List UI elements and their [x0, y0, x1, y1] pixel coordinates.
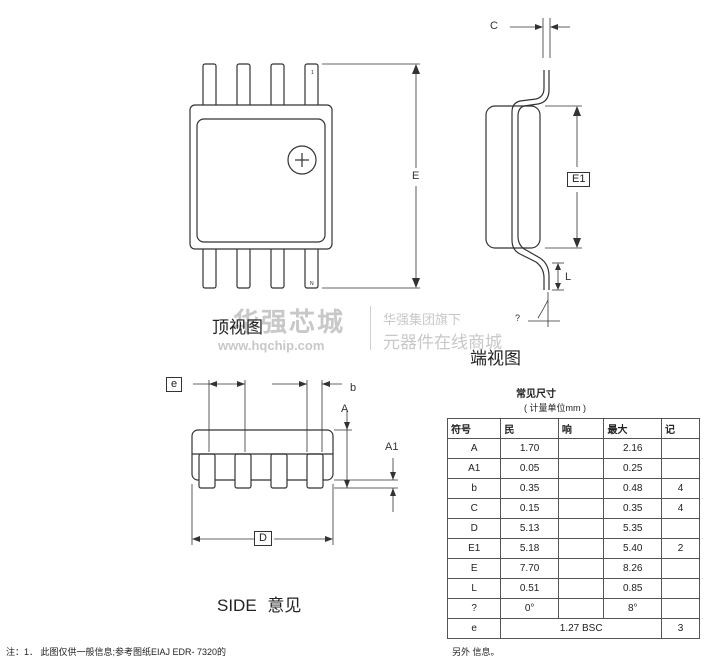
table-cell: 0.51 — [500, 578, 559, 599]
dim-label-e-lower: e — [166, 377, 183, 392]
table-cell: 1.27 BSC — [500, 618, 662, 639]
table-cell: 0.35 — [603, 498, 662, 519]
table-cell: L — [446, 578, 502, 599]
side-view-title: SIDE 意见 — [217, 591, 301, 616]
watermark-url: www.hqchip.com — [218, 338, 325, 353]
table-row: ? 0° 8° — [446, 598, 701, 619]
top-view — [189, 63, 420, 289]
table-header-cell: 记 — [660, 418, 701, 439]
side-view — [191, 380, 398, 545]
table-cell: 8.26 — [603, 558, 662, 579]
table-header-row: 符号 民 响 最大 记 — [446, 418, 701, 439]
table-cell: 0.05 — [500, 458, 559, 479]
dim-label-l: L — [565, 271, 572, 283]
dim-label-b: b — [350, 382, 357, 394]
table-row: b 0.35 0.48 4 — [446, 478, 701, 499]
table-cell: 3 — [660, 618, 701, 639]
dim-label-theta: ? — [515, 313, 521, 323]
dim-label-c: C — [490, 20, 498, 32]
side-view-title-en: SIDE — [217, 596, 257, 615]
table-cell: E1 — [446, 538, 502, 559]
watermark-line1: 华强集团旗下 — [383, 312, 462, 327]
table-cell: 1.70 — [500, 438, 559, 459]
table-row: E1 5.18 5.40 2 — [446, 538, 701, 559]
table-cell: 5.35 — [603, 518, 662, 539]
side-view-title-cn: 意见 — [267, 596, 302, 615]
table-title: 常见尺寸 — [516, 389, 556, 400]
table-cell — [557, 558, 605, 579]
table-cell: 5.40 — [603, 538, 662, 559]
footnote-1: 注：1． 此图仅供一般信息;参考图纸EIAJ EDR- 7320的 — [6, 647, 227, 657]
table-header-cell: 响 — [557, 418, 605, 439]
table-cell — [557, 578, 605, 599]
watermark-line2: 元器件在线商城 — [383, 333, 502, 352]
table-cell — [557, 518, 605, 539]
table-cell — [660, 578, 701, 599]
pin-n-mark: N — [310, 281, 314, 287]
table-cell: 5.18 — [500, 538, 559, 559]
table-cell: 7.70 — [500, 558, 559, 579]
top-view-title: 顶视图 — [212, 318, 263, 337]
dim-label-d: D — [254, 531, 272, 546]
table-cell — [557, 458, 605, 479]
table-cell: b — [446, 478, 502, 499]
table-row: A1 0.05 0.25 — [446, 458, 701, 479]
table-cell: e — [446, 618, 502, 639]
pin-1-mark: 1 — [311, 70, 314, 76]
table-cell: 0.15 — [500, 498, 559, 519]
dimension-table: 符号 民 响 最大 记 A 1.70 2.16 A1 0.05 0.25 b 0… — [446, 418, 701, 639]
watermark-brand: 华强芯城 — [233, 307, 346, 337]
dim-label-e1: E1 — [567, 172, 591, 187]
table-cell: D — [446, 518, 502, 539]
table-cell — [660, 458, 701, 479]
table-row: e 1.27 BSC 3 — [446, 618, 701, 639]
table-row: C 0.15 0.35 4 — [446, 498, 701, 519]
table-cell — [660, 598, 701, 619]
table-cell: A1 — [446, 458, 502, 479]
watermark-divider — [370, 306, 371, 350]
table-row: A 1.70 2.16 — [446, 438, 701, 459]
table-header-cell: 符号 — [446, 418, 502, 439]
table-cell: 0.25 — [603, 458, 662, 479]
table-cell — [557, 438, 605, 459]
table-row: D 5.13 5.35 — [446, 518, 701, 539]
table-cell: E — [446, 558, 502, 579]
table-cell: ? — [446, 598, 502, 619]
dim-label-e-upper: E — [412, 170, 420, 182]
table-cell: C — [446, 498, 502, 519]
footnote-2: 另外 信息。 — [452, 647, 500, 657]
table-row: E 7.70 8.26 — [446, 558, 701, 579]
table-cell: 4 — [660, 498, 701, 519]
table-cell: 2 — [660, 538, 701, 559]
table-row: L 0.51 0.85 — [446, 578, 701, 599]
table-cell — [557, 538, 605, 559]
table-cell: 5.13 — [500, 518, 559, 539]
table-cell: 0° — [500, 598, 559, 619]
table-cell: 0.48 — [603, 478, 662, 499]
table-cell — [660, 558, 701, 579]
table-cell — [557, 498, 605, 519]
end-view — [485, 18, 582, 327]
dim-label-a: A — [341, 403, 349, 415]
table-cell: 8° — [603, 598, 662, 619]
table-cell: 0.85 — [603, 578, 662, 599]
table-cell — [557, 598, 605, 619]
table-cell: A — [446, 438, 502, 459]
dim-label-a1: A1 — [385, 441, 399, 453]
table-unit: ( 计量单位mm ) — [524, 403, 586, 413]
table-header-cell: 民 — [500, 418, 559, 439]
end-view-title: 端视图 — [470, 349, 521, 368]
table-cell — [660, 518, 701, 539]
table-cell — [557, 478, 605, 499]
table-cell: 2.16 — [603, 438, 662, 459]
table-cell: 4 — [660, 478, 701, 499]
table-cell — [660, 438, 701, 459]
table-header-cell: 最大 — [603, 418, 662, 439]
table-cell: 0.35 — [500, 478, 559, 499]
